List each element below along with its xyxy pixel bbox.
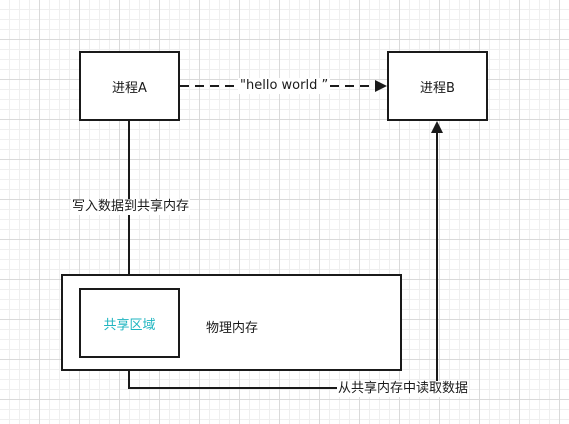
read-edge-label: 从共享内存中读取数据 (337, 381, 470, 397)
shared-region-label: 共享区域 (103, 317, 156, 333)
read-arrow-line (128, 133, 438, 389)
process-a-box: 进程A (79, 51, 180, 121)
process-a-label: 进程A (112, 80, 147, 96)
process-b-box: 进程B (387, 51, 488, 121)
read-arrowhead (431, 121, 443, 133)
message-arrowhead (375, 80, 387, 92)
shared-region-box: 共享区域 (79, 288, 180, 358)
physical-memory-label: 物理内存 (206, 321, 259, 336)
write-edge-label: 写入数据到共享内存 (71, 199, 191, 215)
message-label: "hello world ” (238, 78, 331, 94)
process-b-label: 进程B (420, 80, 455, 96)
